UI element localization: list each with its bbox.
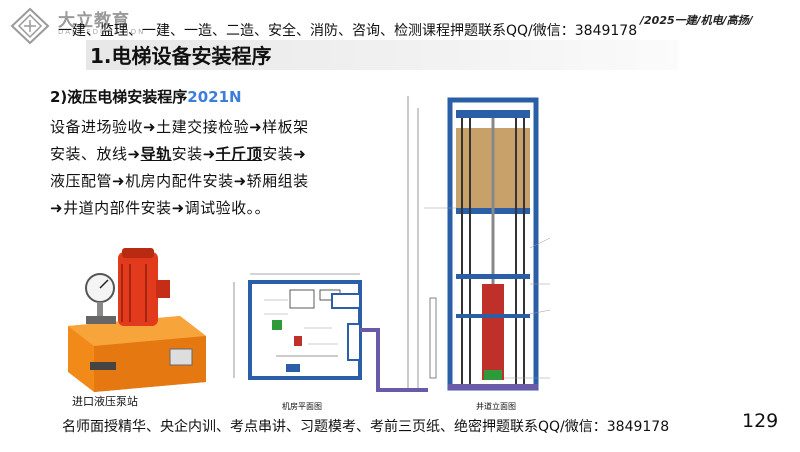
section-heading: 2)液压电梯安装程序2021N xyxy=(50,86,242,107)
logo-text: 大立教育 xyxy=(58,11,130,31)
procedure-line-3: 液压配管➜机房内配件安装➜轿厢组装 xyxy=(50,172,309,190)
title-bar xyxy=(86,40,678,70)
section-heading-text: 2)液压电梯安装程序 xyxy=(50,88,188,106)
machine-room-plan-caption: 机房平面图 xyxy=(282,402,322,411)
course-tag: /2025一建/机电/高扬/ xyxy=(640,14,753,27)
logo-subtext: DALI EDUCATION xyxy=(58,28,146,36)
keyword-jack: 千斤顶 xyxy=(215,145,263,163)
shaft-elevation-diagram xyxy=(407,96,551,391)
procedure-segment: 安装➜ xyxy=(262,145,307,163)
keyword-guide-rail: 导轨 xyxy=(140,145,172,163)
procedure-line-2: 安装、放线➜导轨安装➜千斤顶安装➜ xyxy=(50,141,380,168)
procedure-text: 设备进场验收➜土建交接检验➜样板架 安装、放线➜导轨安装➜千斤顶安装➜ 液压配管… xyxy=(50,114,380,222)
pump-caption: 进口液压泵站 xyxy=(72,395,138,408)
shaft-elevation-caption: 井道立面图 xyxy=(476,402,516,411)
procedure-segment: 安装➜ xyxy=(171,145,216,163)
procedure-segment: 安装、放线➜ xyxy=(50,145,141,163)
machine-room-plan-diagram xyxy=(233,273,428,392)
logo-icon xyxy=(10,7,50,45)
procedure-line-1: 设备进场验收➜土建交接检验➜样板架 xyxy=(50,118,309,136)
footer-banner: 名师面授精华、央企内训、考点串讲、习题模考、考前三页纸、绝密押题联系QQ/微信：… xyxy=(62,419,670,435)
procedure-line-4: ➜井道内部件安装➜调试验收。。 xyxy=(50,199,271,217)
pump-station-image xyxy=(68,248,206,392)
year-tag: 2021N xyxy=(187,88,242,106)
top-banner: 一建、监理、一建、一造、二造、安全、消防、咨询、检测课程押题联系QQ/微信：38… xyxy=(58,23,638,39)
page-title: 1.电梯设备安装程序 xyxy=(90,44,272,68)
page-number: 129 xyxy=(742,410,779,432)
